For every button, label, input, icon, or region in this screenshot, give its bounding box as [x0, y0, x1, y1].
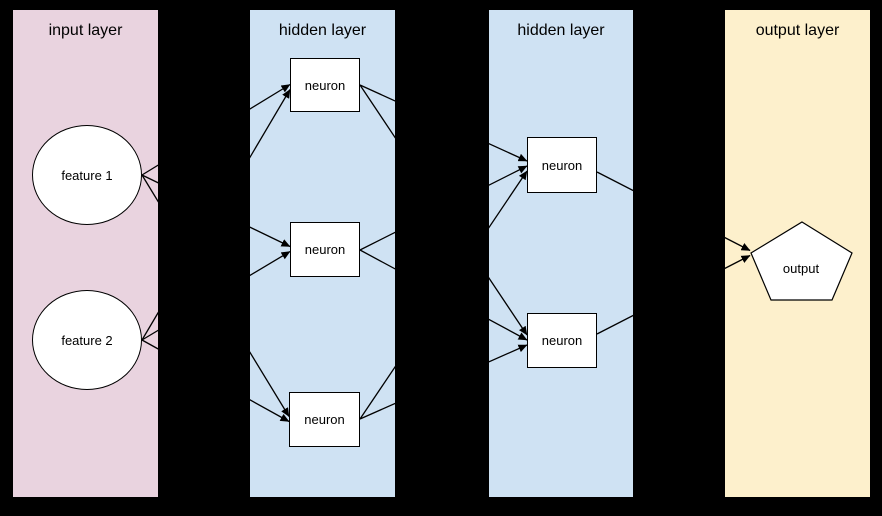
node-feature-1: feature 1	[32, 125, 142, 225]
node-output-label: output	[783, 261, 820, 276]
node-feature-2: feature 2	[32, 290, 142, 390]
node-hidden1-neuron-1: neuron	[290, 58, 360, 112]
node-feature-1-label: feature 1	[61, 167, 113, 183]
node-hidden2-neuron-2-label: neuron	[541, 333, 583, 348]
layer-label-hidden-1: hidden layer	[278, 22, 367, 39]
node-hidden2-neuron-1-label: neuron	[541, 157, 583, 173]
node-hidden1-neuron-2-label: neuron	[304, 242, 346, 257]
node-hidden2-neuron-2: neuron	[527, 313, 597, 368]
layer-column-input: input layer	[13, 10, 158, 497]
node-hidden1-neuron-1-label: neuron	[304, 77, 346, 93]
node-output: output	[750, 221, 853, 301]
layer-label-input: input layer	[48, 22, 123, 39]
node-hidden2-neuron-1: neuron	[527, 137, 597, 193]
node-hidden1-neuron-2: neuron	[290, 222, 360, 277]
node-hidden1-neuron-3-label: neuron	[304, 412, 345, 427]
pentagon-shape	[750, 221, 853, 301]
node-feature-2-label: feature 2	[61, 332, 113, 348]
layer-column-hidden-2: hidden layer	[489, 10, 633, 497]
layer-label-output: output layer	[755, 22, 840, 39]
node-hidden1-neuron-3: neuron	[289, 392, 360, 447]
layer-label-hidden-2: hidden layer	[517, 22, 605, 39]
